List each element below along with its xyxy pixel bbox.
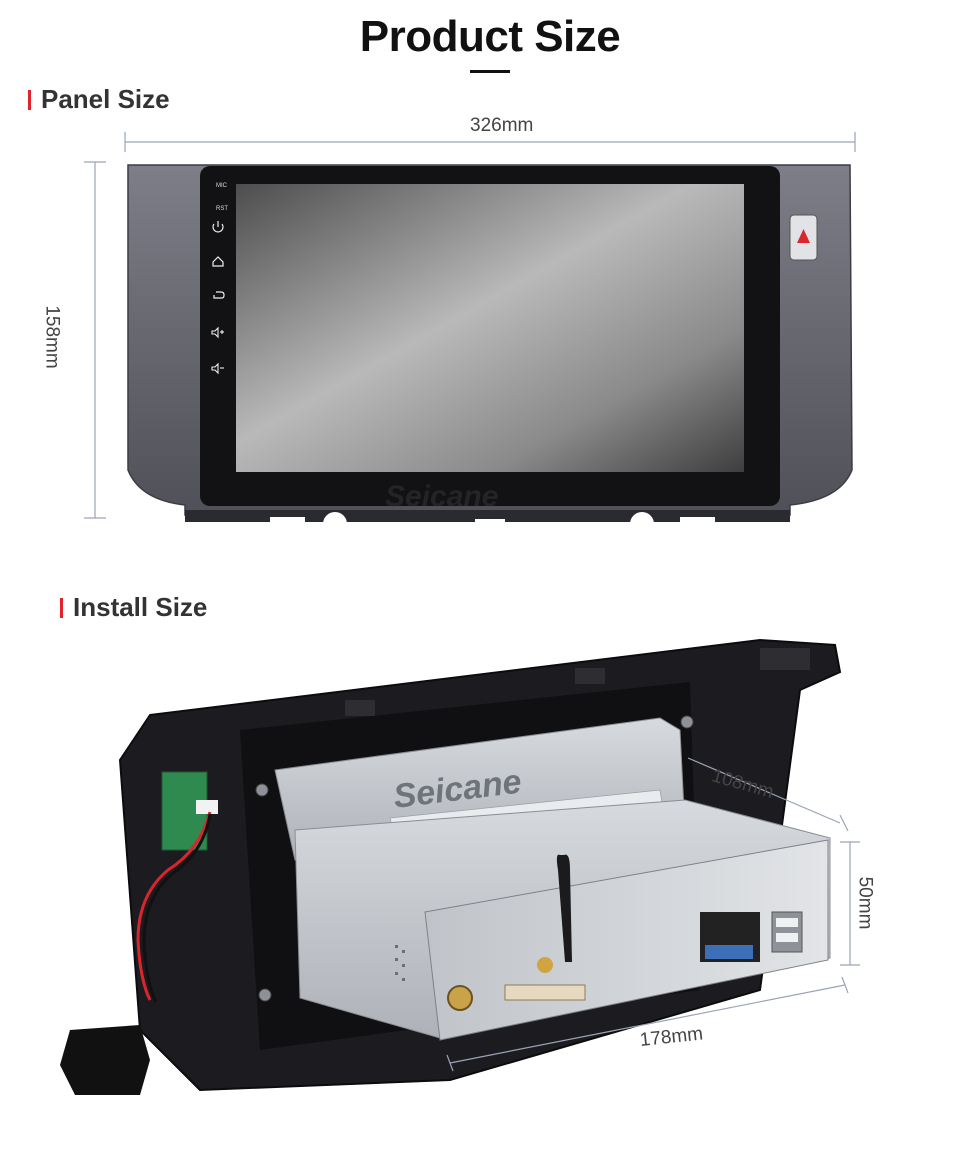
install-width-dimension <box>446 976 849 1072</box>
home-icon <box>212 256 224 267</box>
page-title: Product Size <box>359 12 621 61</box>
screen <box>236 184 744 472</box>
install-size-heading-text: Install Size <box>73 592 208 622</box>
install-height-dimension <box>840 841 860 966</box>
mic-label: MIC <box>216 183 228 189</box>
hazard-triangle-icon <box>797 229 810 243</box>
volume-up-icon <box>211 326 224 339</box>
head-unit-rear-view <box>60 638 842 1095</box>
power-icon <box>212 221 224 233</box>
panel-width-label: 326mm <box>470 115 534 136</box>
radio-antenna-jack <box>447 985 473 1011</box>
head-unit-front-panel <box>127 164 853 536</box>
wire-plug <box>60 1025 150 1095</box>
panel-height-dimension <box>84 161 106 519</box>
panel-size-heading: Panel Size <box>28 84 170 115</box>
install-height-label: 50mm <box>854 876 876 930</box>
hazard-button <box>789 214 818 261</box>
gps-antenna <box>556 854 572 962</box>
panel-width-dimension <box>124 132 856 152</box>
back-icon <box>213 291 225 299</box>
panel-size-heading-text: Panel Size <box>41 84 170 114</box>
install-depth-dimension <box>687 757 849 832</box>
rst-label: RST <box>216 206 228 212</box>
accent-bar <box>28 90 31 110</box>
title-underline <box>470 70 510 73</box>
volume-down-icon <box>211 362 224 375</box>
panel-brand-logo: Seicane <box>385 480 498 513</box>
install-size-heading: Install Size <box>60 592 207 623</box>
accent-bar <box>60 598 63 618</box>
